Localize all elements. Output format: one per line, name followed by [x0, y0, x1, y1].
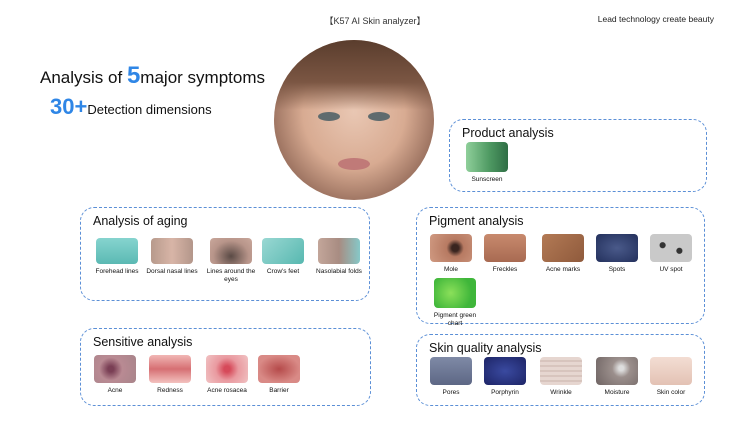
item-acne[interactable]: Acne — [93, 355, 137, 395]
panel-pigment-analysis: Pigment analysis Mole Freckles Acne mark… — [416, 207, 705, 327]
item-label: Porphyrin — [491, 389, 519, 396]
item-crows-feet[interactable]: Crow's feet — [259, 238, 307, 276]
item-acne-marks[interactable]: Acne marks — [541, 234, 585, 274]
item-label: Lines around the eyes — [206, 268, 256, 283]
redness-thumbnail — [149, 355, 191, 383]
item-forehead-lines[interactable]: Forehead lines — [91, 238, 143, 276]
item-sunscreen[interactable]: Sunscreen — [466, 142, 508, 184]
item-label: Sunscreen — [471, 176, 503, 183]
item-nasolabial-folds[interactable]: Nasolabial folds — [311, 238, 367, 276]
item-label: Forehead lines — [95, 268, 139, 275]
uv-spot-thumbnail — [650, 234, 692, 262]
item-label: Mole — [443, 266, 459, 273]
item-label: Barrier — [269, 387, 289, 394]
panel-title: Analysis of aging — [93, 214, 188, 228]
forehead-lines-thumbnail — [96, 238, 138, 264]
subheadline-number: 30+ — [50, 94, 88, 119]
portrait-hair — [274, 40, 434, 110]
sunscreen-thumbnail — [466, 142, 508, 172]
headline: Analysis of 5major symptoms — [40, 62, 265, 90]
item-label: Wrinkle — [550, 389, 572, 396]
item-moisture[interactable]: Moisture — [595, 357, 639, 397]
mole-thumbnail — [430, 234, 472, 262]
pores-thumbnail — [430, 357, 472, 385]
item-label: Pigment green chart — [433, 312, 477, 327]
item-label: Crow's feet — [266, 268, 300, 275]
panel-title: Sensitive analysis — [93, 335, 193, 349]
item-pigment-green-chart[interactable]: Pigment green chart — [427, 278, 483, 328]
freckles-thumbnail — [484, 234, 526, 262]
subheadline-text: Detection dimensions — [87, 102, 212, 117]
item-label: Spots — [608, 266, 626, 273]
item-porphyrin[interactable]: Porphyrin — [483, 357, 527, 397]
portrait-eye-left — [318, 112, 340, 121]
portrait-eye-right — [368, 112, 390, 121]
item-label: Moisture — [604, 389, 630, 396]
item-freckles[interactable]: Freckles — [483, 234, 527, 274]
item-uv-spot[interactable]: UV spot — [649, 234, 693, 274]
acne-thumbnail — [94, 355, 136, 383]
skin-color-thumbnail — [650, 357, 692, 385]
item-label: UV spot — [659, 266, 683, 273]
item-label: Freckles — [492, 266, 518, 273]
eye-lines-thumbnail — [210, 238, 252, 264]
panel-aging-analysis: Analysis of aging Forehead lines Dorsal … — [80, 207, 370, 301]
app-title: 【K57 AI Skin analyzer】 — [324, 16, 426, 26]
headline-number: 5 — [126, 62, 141, 89]
item-label: Dorsal nasal lines — [146, 268, 198, 275]
spots-thumbnail — [596, 234, 638, 262]
panel-skin-quality-analysis: Skin quality analysis Pores Porphyrin Wr… — [416, 334, 705, 406]
face-portrait — [274, 40, 434, 200]
acne-marks-thumbnail — [542, 234, 584, 262]
item-spots[interactable]: Spots — [595, 234, 639, 274]
item-dorsal-nasal-lines[interactable]: Dorsal nasal lines — [143, 238, 201, 276]
item-acne-rosacea[interactable]: Acne rosacea — [203, 355, 251, 395]
item-label: Redness — [157, 387, 183, 394]
item-label: Acne rosacea — [207, 387, 247, 394]
item-mole[interactable]: Mole — [429, 234, 473, 274]
item-lines-around-eyes[interactable]: Lines around the eyes — [205, 238, 257, 284]
dorsal-nasal-thumbnail — [151, 238, 193, 264]
barrier-thumbnail — [258, 355, 300, 383]
item-pores[interactable]: Pores — [429, 357, 473, 397]
wrinkle-thumbnail — [540, 357, 582, 385]
portrait-lips — [338, 158, 370, 170]
porphyrin-thumbnail — [484, 357, 526, 385]
nasolabial-thumbnail — [318, 238, 360, 264]
item-label: Acne — [107, 387, 123, 394]
item-redness[interactable]: Redness — [147, 355, 193, 395]
pigment-green-thumbnail — [434, 278, 476, 308]
panel-title: Product analysis — [462, 126, 554, 140]
item-label: Nasolabial folds — [316, 268, 362, 275]
headline-suffix: major symptoms — [140, 68, 265, 87]
item-label: Pores — [442, 389, 460, 396]
item-label: Skin color — [656, 389, 686, 396]
acne-rosacea-thumbnail — [206, 355, 248, 383]
panel-product-analysis: Product analysis Sunscreen — [449, 119, 707, 192]
item-label: Acne marks — [545, 266, 581, 273]
item-barrier[interactable]: Barrier — [257, 355, 301, 395]
tagline: Lead technology create beauty — [597, 14, 714, 24]
panel-title: Skin quality analysis — [429, 341, 542, 355]
panel-title: Pigment analysis — [429, 214, 524, 228]
moisture-thumbnail — [596, 357, 638, 385]
panel-sensitive-analysis: Sensitive analysis Acne Redness Acne ros… — [80, 328, 371, 406]
subheadline: 30+Detection dimensions — [50, 94, 212, 120]
item-wrinkle[interactable]: Wrinkle — [539, 357, 583, 397]
crows-feet-thumbnail — [262, 238, 304, 264]
item-skin-color[interactable]: Skin color — [649, 357, 693, 397]
headline-prefix: Analysis of — [40, 68, 127, 87]
